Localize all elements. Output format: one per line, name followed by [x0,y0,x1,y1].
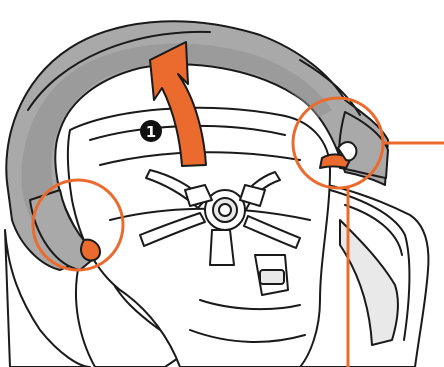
step-number: 1 [146,123,156,141]
step-marker: 1 [140,120,162,142]
